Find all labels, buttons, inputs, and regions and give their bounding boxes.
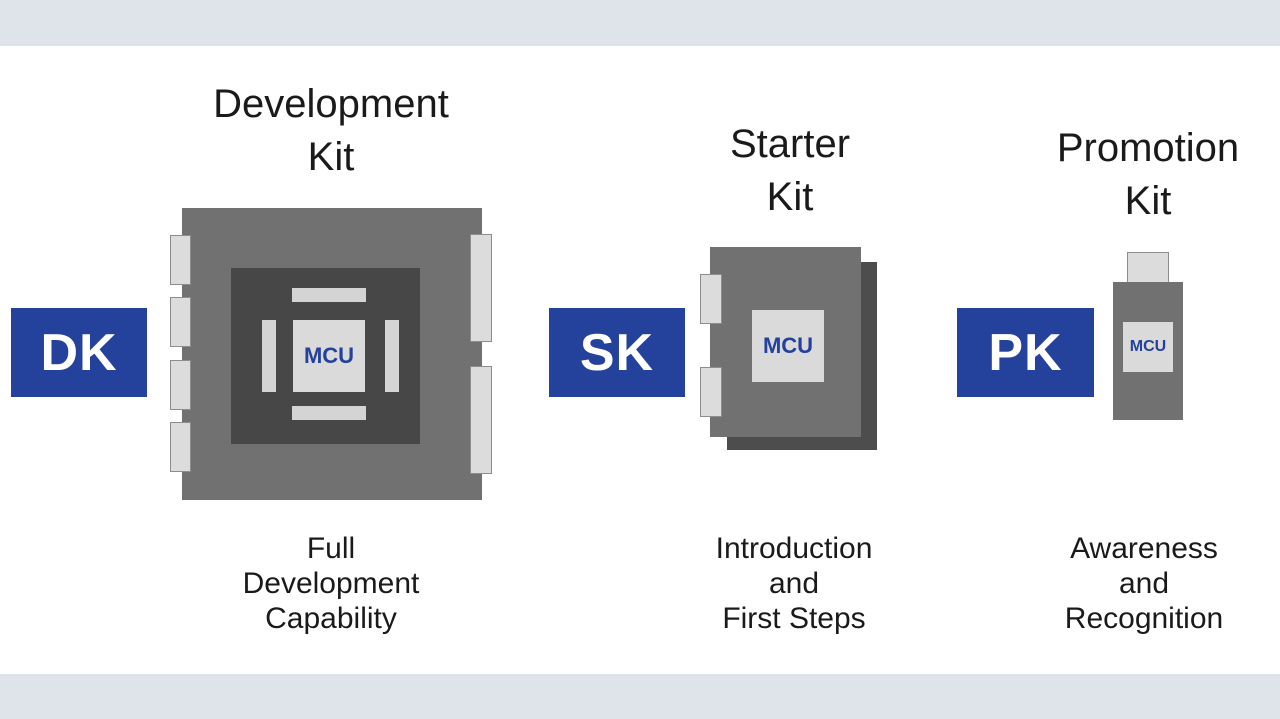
- board-connector: [170, 297, 191, 347]
- bottom-band: [0, 674, 1280, 719]
- dk-badge: DK: [11, 308, 147, 397]
- chip-pin-strip: [385, 320, 399, 392]
- top-band: [0, 0, 1280, 46]
- promotion-kit-title: Promotion Kit: [1056, 126, 1240, 223]
- board-connector: [470, 234, 492, 342]
- development-kit-caption: Full Development Capability: [242, 532, 420, 635]
- pk-badge: PK: [957, 308, 1094, 397]
- mcu-chip: MCU: [752, 310, 824, 382]
- promotion-kit-caption: Awareness and Recognition: [1064, 532, 1224, 635]
- board-connector: [700, 367, 722, 417]
- development-kit-title: Development Kit: [213, 82, 449, 179]
- chip-pin-strip: [262, 320, 276, 392]
- board-connector: [170, 360, 191, 410]
- starter-kit-title: Starter Kit: [729, 122, 851, 219]
- mcu-chip: MCU: [293, 320, 365, 392]
- starter-kit-caption: Introduction and First Steps: [715, 532, 873, 635]
- board-connector: [170, 235, 191, 285]
- board-connector: [470, 366, 492, 474]
- board-connector: [170, 422, 191, 472]
- mcu-chip: MCU: [1123, 322, 1173, 372]
- board-connector: [700, 274, 722, 324]
- chip-pin-strip: [292, 406, 366, 420]
- chip-pin-strip: [292, 288, 366, 302]
- sk-badge: SK: [549, 308, 685, 397]
